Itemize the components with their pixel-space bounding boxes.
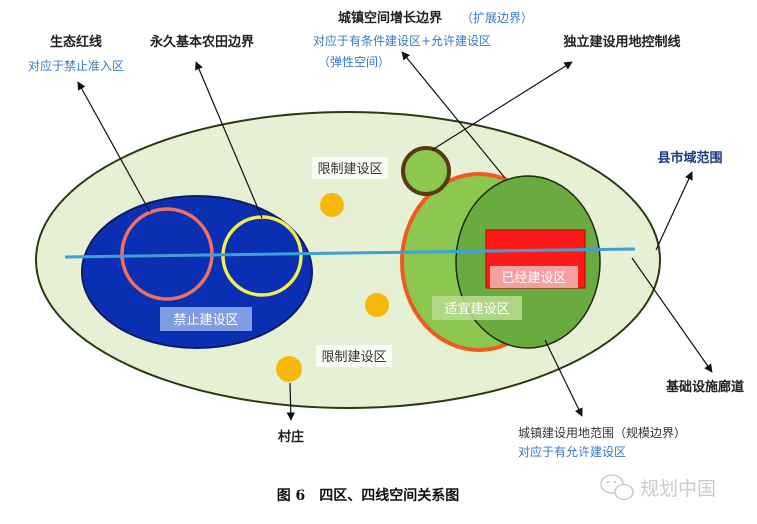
prohibited-zone-label: 禁止建设区 bbox=[173, 313, 238, 328]
urban-growth-boundary-label: 城镇空间增长边界 bbox=[338, 10, 442, 26]
wechat-icon bbox=[600, 474, 634, 501]
restricted-zone-top-label: 限制建设区 bbox=[317, 162, 382, 177]
watermark-text: 规划中国 bbox=[640, 478, 716, 500]
urban-land-note: 对应于有允许建设区 bbox=[518, 444, 626, 459]
arrow-farmland-boundary bbox=[195, 61, 263, 219]
independent-land-circle bbox=[401, 146, 451, 196]
prohibited-zone-box bbox=[160, 307, 252, 331]
independent-land-label: 独立建设用地控制线 bbox=[563, 34, 680, 50]
infrastructure-corridor-label: 基础设施廊道 bbox=[665, 379, 744, 395]
ecological-red-line-note: 对应于禁止准入区 bbox=[28, 58, 124, 73]
village-label: 村庄 bbox=[278, 429, 304, 445]
urban-growth-note-2: （弹性空间） bbox=[318, 55, 390, 69]
ecological-red-line-label: 生态红线 bbox=[50, 34, 102, 50]
built-zone-label: 已经建设区 bbox=[501, 271, 566, 286]
arrow-ecological-red-line bbox=[77, 81, 151, 213]
restricted-zone-top-box bbox=[312, 157, 388, 179]
watermark: 规划中国 bbox=[600, 474, 716, 501]
figure-caption: 图 6 四区、四线空间关系图 bbox=[277, 487, 460, 504]
arrow-independent-land bbox=[431, 61, 573, 151]
arrow-infrastructure-corridor bbox=[631, 257, 713, 373]
suitable-zone-box bbox=[432, 296, 522, 320]
suitable-zone-label: 适宜建设区 bbox=[444, 302, 509, 317]
arrow-urban-growth-boundary bbox=[401, 51, 506, 179]
restricted-zone-bottom-box bbox=[316, 345, 392, 367]
arrow-urban-land-scope bbox=[544, 339, 583, 417]
infrastructure-corridor-line bbox=[64, 247, 636, 259]
arrow-village bbox=[286, 382, 295, 421]
farmland-boundary-label: 永久基本农田边界 bbox=[149, 34, 254, 50]
county-area-label: 县市域范围 bbox=[657, 150, 722, 166]
urban-land-scope-label: 城镇建设用地范围（规模边界） bbox=[518, 425, 686, 440]
built-zone-label-box bbox=[490, 266, 578, 288]
village-dot bbox=[320, 193, 344, 217]
village-dot bbox=[276, 356, 302, 382]
arrow-county-area bbox=[655, 171, 693, 251]
urban-growth-note-1: 对应于有条件建设区+允许建设区 bbox=[313, 33, 491, 48]
restricted-zone-bottom-label: 限制建设区 bbox=[321, 350, 386, 365]
village-dot bbox=[365, 293, 389, 317]
urban-growth-boundary-paren: （扩展边界） bbox=[461, 11, 533, 25]
prohibited-zone-ellipse bbox=[81, 195, 313, 349]
